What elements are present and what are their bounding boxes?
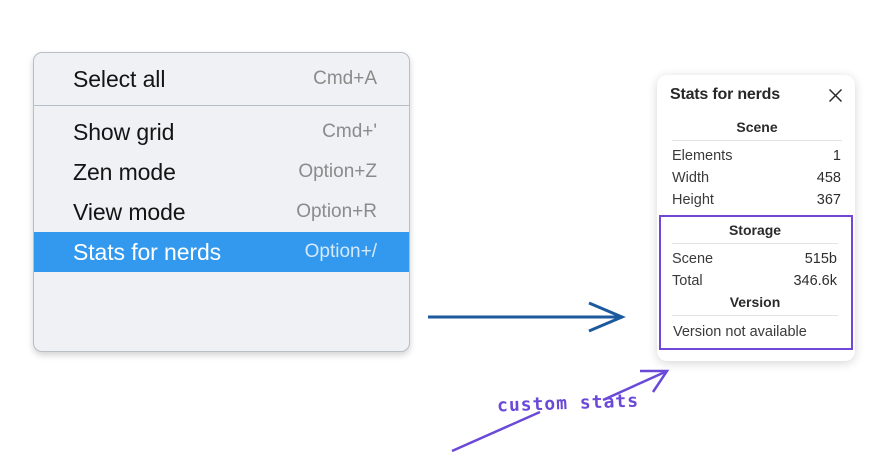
version-text: Version not available (673, 324, 807, 340)
section-divider (672, 243, 838, 244)
stat-row: Scene 515b (670, 248, 840, 270)
menu-item-shortcut: Option+Z (298, 161, 377, 182)
menu-group-2: Show grid Cmd+' Zen mode Option+Z View m… (34, 106, 409, 278)
stat-label: Scene (672, 251, 714, 267)
menu-item-shortcut: Cmd+A (313, 68, 377, 89)
stat-value: 346.6k (793, 273, 837, 289)
menu-item-view-mode[interactable]: View mode Option+R (34, 192, 409, 232)
menu-item-label: Select all (73, 65, 166, 92)
menu-item-label: View mode (73, 198, 186, 225)
stat-value: 515b (804, 251, 837, 267)
menu-item-label: Show grid (73, 118, 175, 145)
menu-item-label: Zen mode (73, 158, 176, 185)
context-menu[interactable]: Select all Cmd+A Show grid Cmd+' Zen mod… (33, 52, 410, 352)
stat-row: Width 458 (670, 167, 844, 189)
section-title-scene: Scene (736, 119, 778, 135)
blue-arrow-icon (428, 301, 626, 333)
stat-value: 1 (832, 148, 841, 164)
purple-underline-stroke (451, 410, 541, 453)
stat-row: Elements 1 (670, 145, 844, 167)
menu-item-select-all[interactable]: Select all Cmd+A (34, 59, 409, 99)
menu-item-stats-for-nerds[interactable]: Stats for nerds Option+/ (34, 232, 409, 272)
stat-label: Elements (672, 148, 733, 164)
custom-stats-highlight-box: Storage Scene 515b Total 346.6k Version … (659, 215, 853, 350)
menu-item-label: Stats for nerds (73, 238, 222, 265)
stat-value: 367 (816, 192, 841, 208)
stat-row: Height 367 (670, 189, 844, 211)
menu-separator (34, 105, 409, 106)
menu-item-zen-mode[interactable]: Zen mode Option+Z (34, 152, 409, 192)
stats-for-nerds-panel: Stats for nerds Scene Elements 1 Width 4… (657, 75, 855, 361)
section-divider (672, 140, 842, 141)
stat-label: Width (672, 170, 710, 186)
menu-item-show-grid[interactable]: Show grid Cmd+' (34, 112, 409, 152)
stat-label: Total (672, 273, 703, 289)
section-divider (672, 315, 838, 316)
panel-title: Stats for nerds (670, 86, 780, 103)
handwritten-note: custom stats (496, 390, 640, 417)
stat-value: 458 (816, 170, 841, 186)
stat-label: Height (672, 192, 714, 208)
menu-item-shortcut: Option+/ (304, 241, 377, 262)
menu-item-shortcut: Cmd+' (322, 121, 377, 142)
section-title-version: Version (729, 294, 781, 310)
close-icon[interactable] (827, 87, 844, 104)
section-title-storage: Storage (728, 222, 782, 238)
stat-row: Total 346.6k (670, 270, 840, 292)
menu-item-shortcut: Option+R (296, 201, 377, 222)
menu-group-1: Select all Cmd+A (34, 53, 409, 105)
panel-header: Stats for nerds (670, 86, 844, 104)
